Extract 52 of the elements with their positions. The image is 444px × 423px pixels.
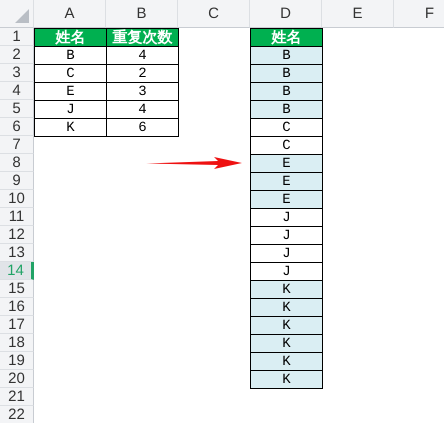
row-header: 2 (0, 46, 34, 64)
row-header: 17 (0, 316, 34, 334)
row-header: 4 (0, 82, 34, 100)
row-header: 16 (0, 298, 34, 316)
column-header: D (250, 0, 322, 28)
table-cell: B (250, 64, 323, 83)
row-header: 3 (0, 64, 34, 82)
table-cell: B (250, 46, 323, 65)
table-cell: K (250, 352, 323, 371)
header-cell: 重复次数 (106, 28, 179, 47)
header-cell: 姓名 (34, 28, 107, 47)
row-header: 10 (0, 190, 34, 208)
row-header: 18 (0, 334, 34, 352)
table-cell: B (250, 100, 323, 119)
table-cell: E (250, 190, 323, 209)
header-cell: 姓名 (250, 28, 323, 47)
row-header: 12 (0, 226, 34, 244)
table-cell: K (250, 316, 323, 335)
table-cell: K (250, 280, 323, 299)
table-cell: E (250, 172, 323, 191)
table-cell: 6 (106, 118, 179, 137)
row-header: 22 (0, 406, 34, 423)
row-header: 5 (0, 100, 34, 118)
row-header: 15 (0, 280, 34, 298)
table-cell: C (250, 118, 323, 137)
row-header: 1 (0, 28, 34, 46)
table-cell: K (250, 334, 323, 353)
row-header: 8 (0, 154, 34, 172)
row-header: 6 (0, 118, 34, 136)
table-cell: B (250, 82, 323, 101)
table-cell: J (250, 244, 323, 263)
table-cell: K (250, 298, 323, 317)
row-header: 7 (0, 136, 34, 154)
row-header: 21 (0, 388, 34, 406)
row-header: 9 (0, 172, 34, 190)
column-header: C (178, 0, 250, 28)
column-header: F (394, 0, 444, 28)
table-cell: J (250, 208, 323, 227)
column-header: B (106, 0, 178, 28)
row-header: 14 (0, 262, 34, 280)
table-cell: K (34, 118, 107, 137)
table-cell: K (250, 370, 323, 389)
row-header: 20 (0, 370, 34, 388)
column-header: A (34, 0, 106, 28)
row-header: 11 (0, 208, 34, 226)
row-header: 13 (0, 244, 34, 262)
table-cell: J (250, 262, 323, 281)
row-header: 19 (0, 352, 34, 370)
column-header: E (322, 0, 394, 28)
table-cell: E (250, 154, 323, 173)
table-cell: J (250, 226, 323, 245)
table-cell: C (250, 136, 323, 155)
